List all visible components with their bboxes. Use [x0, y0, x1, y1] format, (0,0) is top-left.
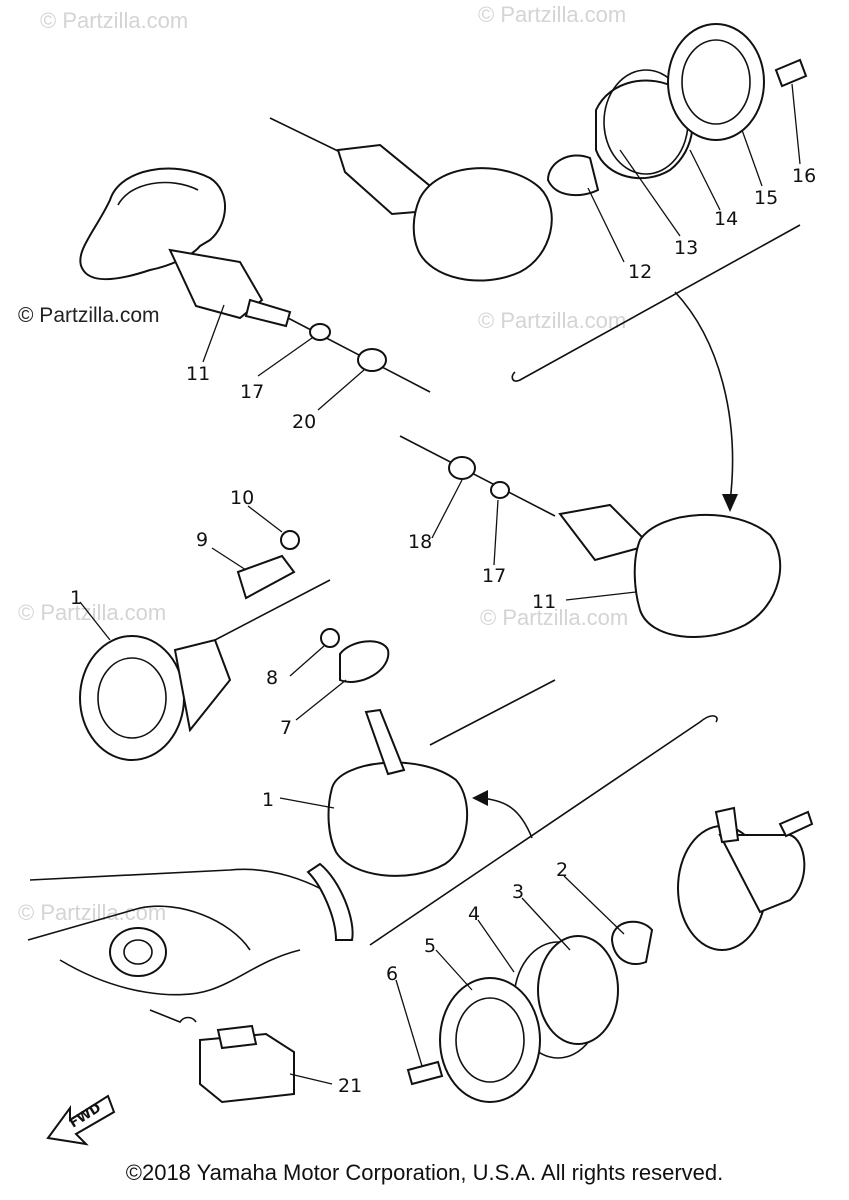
watermark-text: © Partzilla.com: [478, 2, 626, 27]
callout-numbers: 11 17 20 12 13 14 15 16 18 17 11 10 9 1 …: [70, 165, 816, 1097]
watermark-text: © Partzilla.com: [18, 304, 160, 327]
copyright-notice: ©2018 Yamaha Motor Corporation, U.S.A. A…: [125, 1160, 724, 1185]
callout-12: 12: [628, 261, 652, 283]
callout-8: 8: [266, 667, 278, 689]
bracket-upper: [511, 224, 801, 512]
turn-signal-middle-right: [558, 503, 782, 638]
callout-1: 1: [70, 587, 82, 609]
callout-9: 9: [196, 529, 208, 551]
leader-lines: [79, 83, 801, 1085]
callout-10: 10: [230, 487, 254, 509]
forward-direction-arrow: FWD: [46, 1094, 116, 1146]
callout-6: 6: [386, 963, 398, 985]
callout-4: 4: [468, 903, 480, 925]
turn-signal-upper-right: [269, 117, 553, 282]
watermark-text: © Partzilla.com: [18, 900, 166, 925]
callout-5: 5: [424, 935, 436, 957]
callout-15: 15: [754, 187, 778, 209]
callout-7: 7: [280, 717, 292, 739]
lens-assembly-upper: [546, 23, 808, 197]
watermarks: © Partzilla.com © Partzilla.com © Partzi…: [18, 2, 628, 925]
washer-nut-set: [309, 323, 556, 517]
watermark-text: © Partzilla.com: [18, 600, 166, 625]
callout-13: 13: [674, 237, 698, 259]
callout-19: 17: [240, 381, 264, 403]
callout-3: 3: [512, 881, 524, 903]
lens-assembly-lower: [406, 920, 654, 1103]
callout-11b: 11: [532, 591, 556, 613]
watermark-text: © Partzilla.com: [40, 8, 188, 33]
callout-20: 20: [292, 411, 316, 433]
callout-21: 21: [338, 1075, 362, 1097]
bracket-lower: [369, 715, 718, 946]
callout-1b: 1: [262, 789, 274, 811]
turn-signal-left: [79, 530, 331, 761]
watermark-text: © Partzilla.com: [480, 605, 628, 630]
callout-17: 17: [482, 565, 506, 587]
turn-signal-upper-left: [79, 167, 431, 393]
callout-16: 16: [792, 165, 816, 187]
frame-section: [27, 862, 354, 1023]
flasher-relay: [199, 1024, 295, 1104]
lamp-housing-lower-right: [677, 806, 814, 951]
callout-14: 14: [714, 208, 738, 230]
callout-11: 11: [186, 363, 210, 385]
callout-2: 2: [556, 859, 568, 881]
watermark-text: © Partzilla.com: [478, 308, 626, 333]
callout-18: 18: [408, 531, 432, 553]
turn-signal-center: [320, 628, 556, 877]
